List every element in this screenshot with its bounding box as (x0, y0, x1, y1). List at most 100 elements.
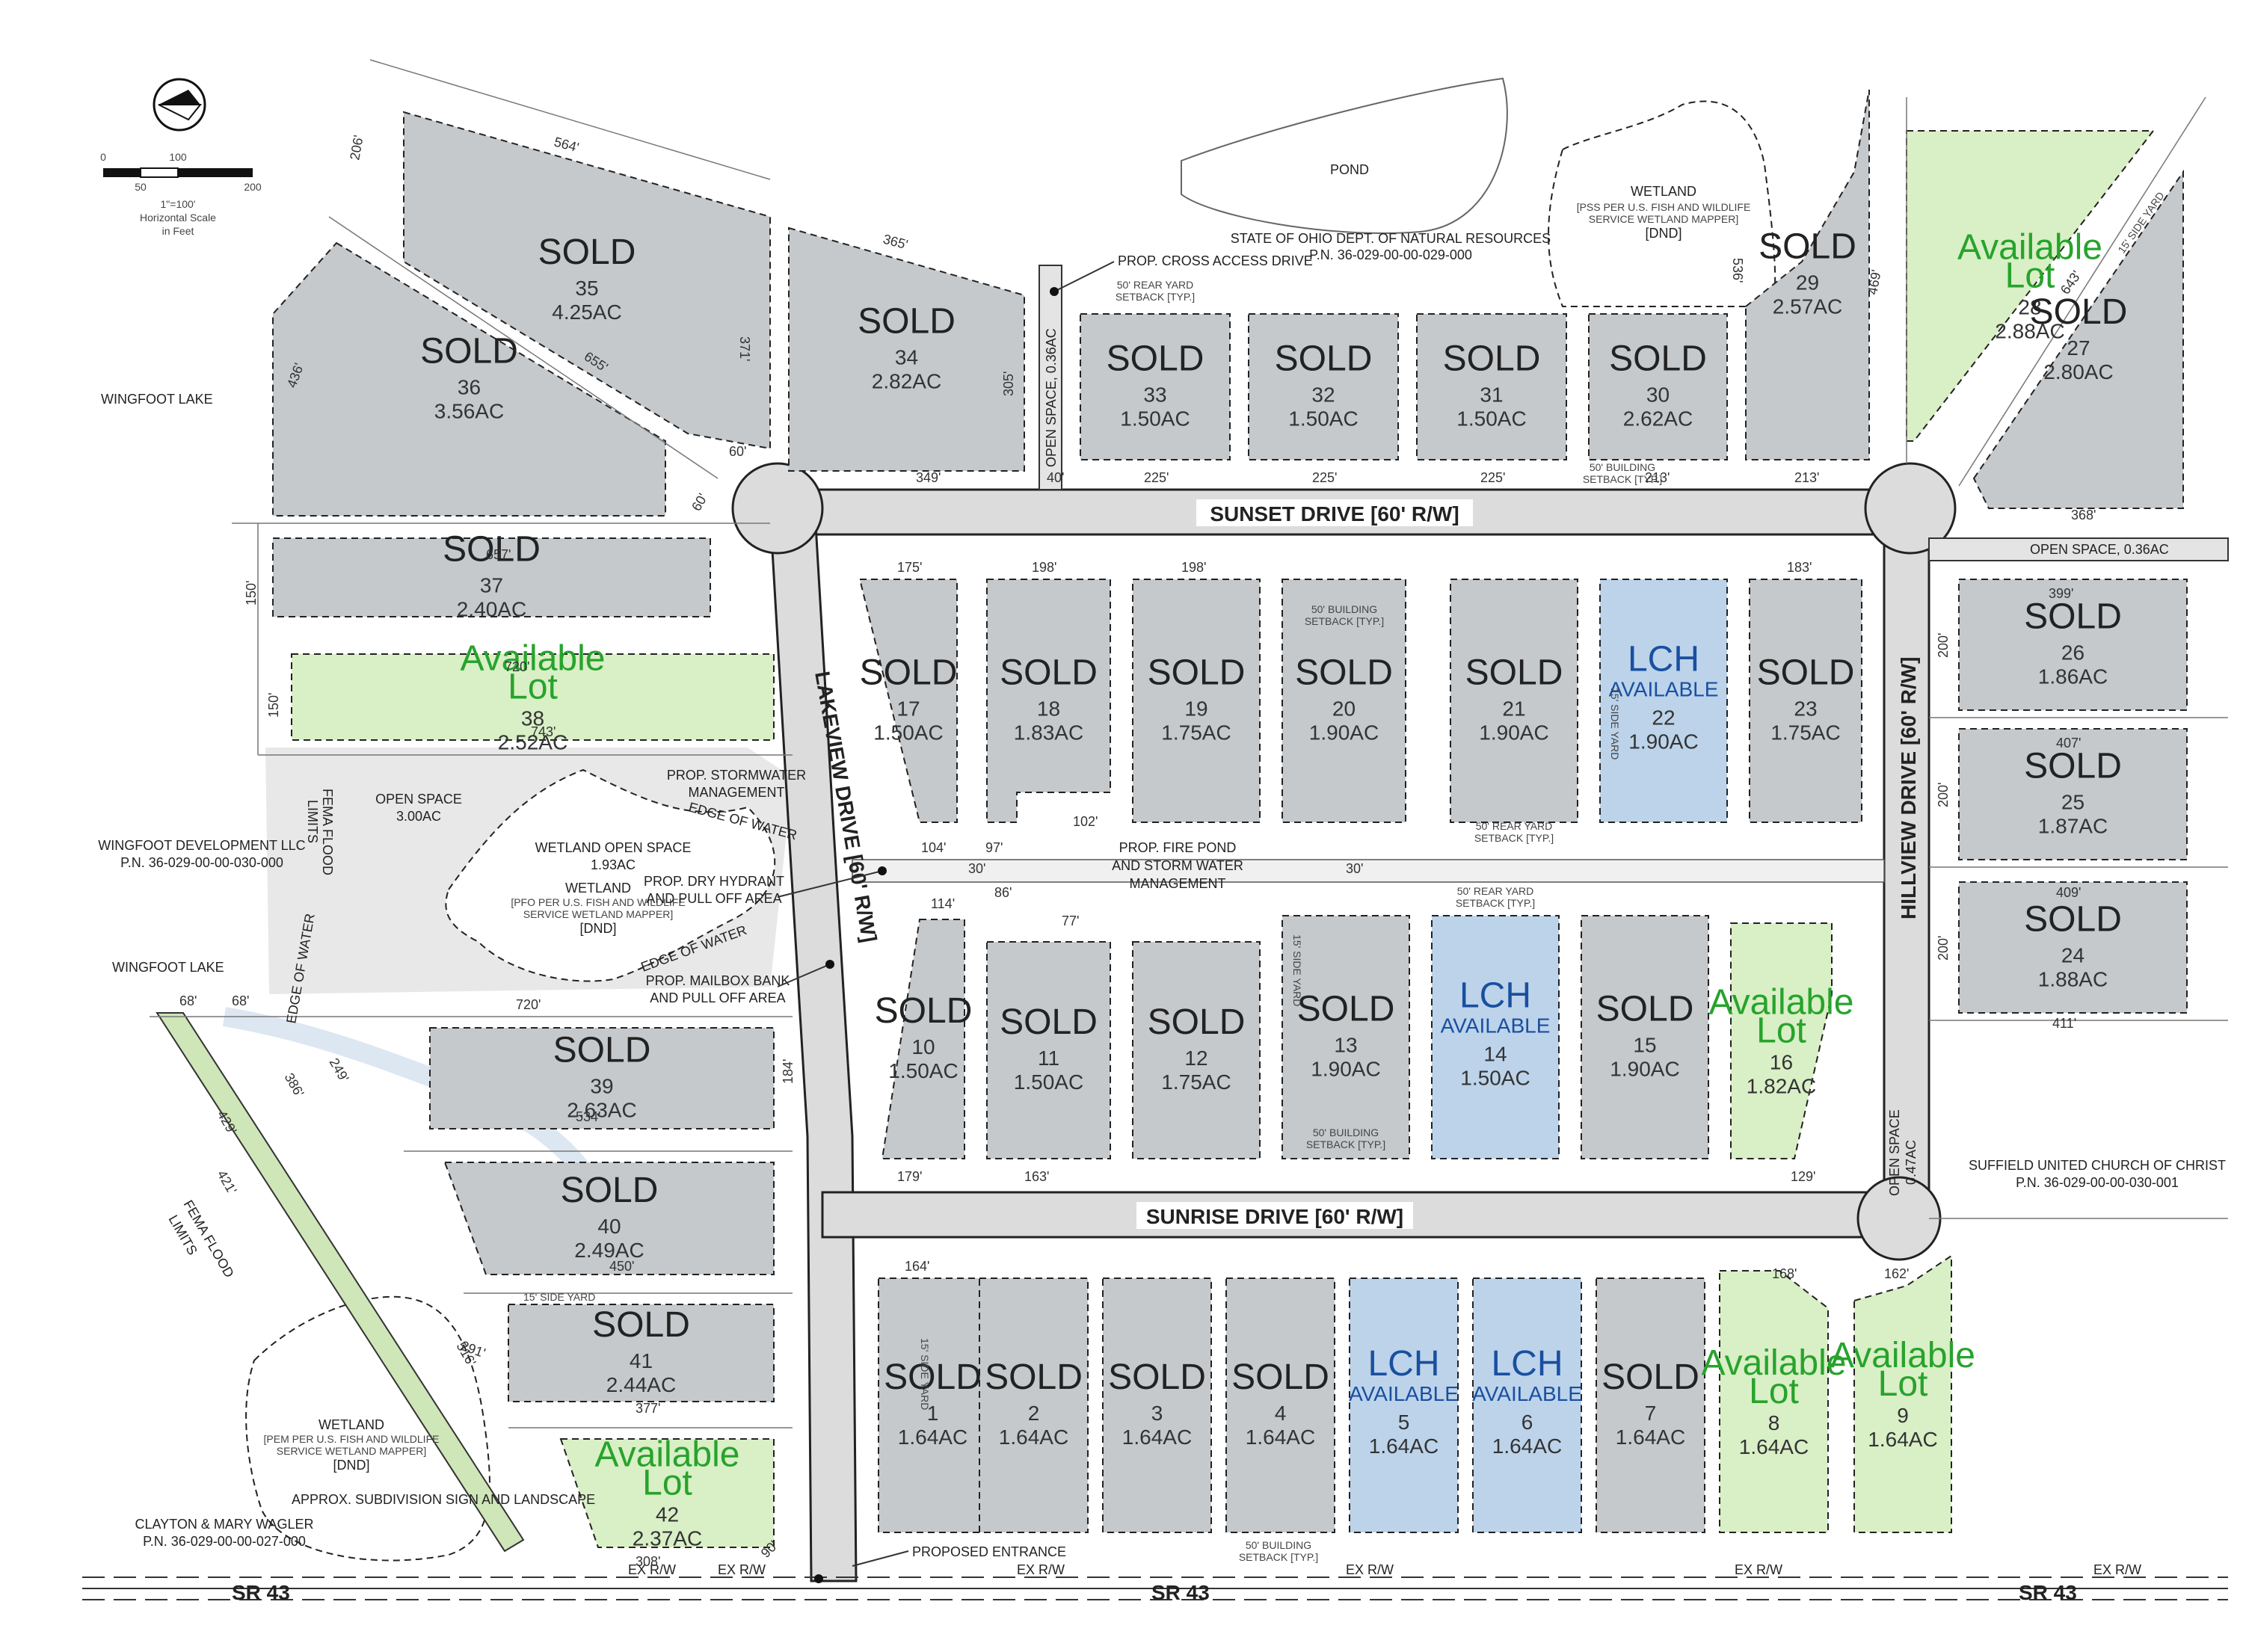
lot-9[interactable] (1853, 1254, 1952, 1533)
lot-36[interactable] (272, 241, 666, 517)
lot-25[interactable] (1958, 728, 2188, 860)
lot-number: 19 (1184, 697, 1207, 721)
dim-249: 249' (327, 1055, 352, 1085)
lot-status-sold: SOLD (1108, 1357, 1206, 1397)
lot-status-lot: Lot (1878, 1364, 1928, 1404)
ex-rw-1: EX R/W (628, 1562, 676, 1577)
dim-409: 409' (2056, 885, 2081, 900)
lot-number: 17 (896, 697, 920, 721)
lot-42[interactable] (559, 1438, 775, 1548)
lot-acres: 2.37AC (633, 1527, 702, 1550)
lot-8[interactable] (1719, 1270, 1829, 1533)
lot-14[interactable] (1431, 915, 1560, 1159)
lot-41[interactable] (508, 1304, 775, 1402)
dim-225-a: 225' (1144, 470, 1169, 485)
scale-seg2 (140, 167, 179, 178)
lot-status-lch: LCH (1491, 1344, 1563, 1384)
lot-19[interactable] (1132, 579, 1261, 823)
lot-status-sold: SOLD (1759, 227, 1856, 267)
proposed-entrance-label: PROPOSED ENTRANCE (912, 1544, 1066, 1559)
lot-number: 34 (895, 346, 918, 369)
lot-31[interactable] (1416, 313, 1567, 460)
lot-6[interactable] (1472, 1277, 1582, 1533)
lot-34[interactable] (788, 226, 1025, 472)
lot-21[interactable] (1450, 579, 1578, 823)
lot-acres: 1.50AC (888, 1059, 958, 1082)
wetland-pfo-dnd: [DND] (580, 921, 617, 936)
lot-10[interactable] (881, 919, 965, 1159)
dry-hydrant-dot (878, 866, 887, 875)
lot-32[interactable] (1248, 313, 1399, 460)
dimension-labels: 564' 206' 371' 365' 305' 436' 655' 60' 6… (179, 134, 2096, 1569)
fire-pond-label3: MANAGEMENT (1129, 876, 1225, 891)
building-setback-south: 50' BUILDING (1246, 1539, 1311, 1551)
lot-20[interactable] (1282, 579, 1406, 823)
open-space-036-vertical: OPEN SPACE, 0.36AC (1044, 328, 1059, 467)
lot-3[interactable] (1102, 1277, 1212, 1533)
lot-number: 40 (597, 1215, 621, 1238)
lot-status-sold: SOLD (985, 1357, 1083, 1397)
wetland-north-pss2: SERVICE WETLAND MAPPER] (1589, 213, 1738, 225)
lot-29[interactable] (1745, 89, 1870, 460)
dim-60-b: 60' (689, 491, 710, 514)
lot-5[interactable] (1349, 1277, 1459, 1533)
mailbox-leader (777, 964, 831, 987)
clayton-label1: CLAYTON & MARY WAGLER (135, 1517, 313, 1532)
lot-status-sold: SOLD (1757, 653, 1855, 693)
dim-720-a: 720' (505, 659, 529, 674)
lot-acres: 1.90AC (1628, 730, 1698, 753)
lot-4[interactable] (1225, 1277, 1335, 1533)
lot-12[interactable] (1132, 941, 1261, 1159)
lot-2[interactable] (979, 1277, 1089, 1533)
lot-40[interactable] (443, 1162, 775, 1275)
lot-38[interactable] (291, 653, 775, 741)
lot-number: 30 (1646, 383, 1670, 407)
dim-225-b: 225' (1312, 470, 1337, 485)
lot-37[interactable] (272, 537, 711, 617)
lot-22[interactable] (1599, 579, 1728, 823)
lot-number: 16 (1770, 1051, 1793, 1074)
lot-status-sold: SOLD (1609, 339, 1707, 379)
lot-39[interactable] (429, 1027, 775, 1129)
lot-acres: 1.88AC (2038, 968, 2108, 991)
stormwater-label1: PROP. STORMWATER (667, 768, 806, 783)
lot-status-sold: SOLD (2024, 597, 2122, 637)
lot-18[interactable] (986, 579, 1111, 823)
dim-175: 175' (897, 560, 922, 575)
lot-acres: 1.64AC (1616, 1426, 1685, 1449)
lot-acres: 1.87AC (2038, 815, 2108, 838)
lot-number: 11 (1038, 1047, 1059, 1070)
lot-35[interactable] (403, 111, 771, 450)
lot-23[interactable] (1749, 579, 1862, 823)
lot-13[interactable] (1282, 915, 1410, 1159)
fire-pond-label1: PROP. FIRE POND (1119, 840, 1237, 855)
wetland-north-dnd: [DND] (1646, 226, 1682, 241)
dim-86: 86' (994, 885, 1012, 900)
lot-27[interactable] (1972, 169, 2184, 509)
lot-acres: 2.62AC (1623, 407, 1693, 431)
lot-number: 7 (1645, 1402, 1657, 1425)
lot-24[interactable] (1958, 881, 2188, 1014)
sunrise-drive-label: SUNRISE DRIVE [60' R/W] (1146, 1205, 1403, 1228)
lot-17[interactable] (858, 579, 958, 823)
lot-status-sold: SOLD (538, 232, 636, 272)
lot-15[interactable] (1581, 915, 1709, 1159)
north-arrow-pointer-icon (159, 90, 200, 105)
dim-164: 164' (905, 1259, 929, 1274)
lot-28[interactable] (1906, 130, 2156, 442)
lot-33[interactable] (1080, 313, 1231, 460)
lot-number: 29 (1796, 271, 1819, 295)
rear-setback-33: 50' REAR YARD (1117, 279, 1194, 291)
lot-acres: 1.50AC (1120, 407, 1190, 431)
ex-rw-4: EX R/W (1346, 1562, 1394, 1577)
dim-371: 371' (737, 336, 752, 361)
lot-7[interactable] (1596, 1277, 1705, 1533)
lot-11[interactable] (986, 941, 1111, 1159)
lot-number: 18 (1037, 697, 1060, 721)
lot-status-lot: Lot (2005, 256, 2055, 296)
lot-number: 20 (1332, 697, 1356, 721)
dim-184: 184' (781, 1059, 796, 1084)
lot-26[interactable] (1958, 579, 2188, 711)
lot-30[interactable] (1588, 313, 1728, 460)
lot-16[interactable] (1730, 922, 1833, 1159)
